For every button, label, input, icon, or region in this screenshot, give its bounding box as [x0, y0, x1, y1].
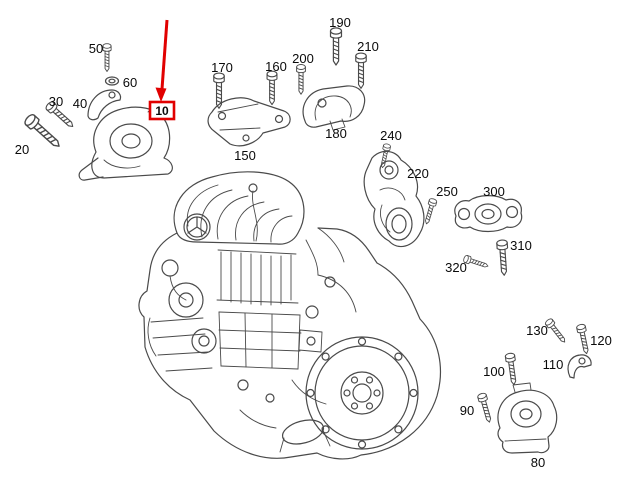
- part-label-180[interactable]: 180: [325, 126, 347, 141]
- star-badge-icon: [183, 213, 211, 241]
- part-label-30[interactable]: 30: [49, 94, 63, 109]
- part-160-bolt: [266, 70, 278, 106]
- part-250-bolt: [422, 197, 438, 226]
- part-170-bolt: [213, 72, 225, 109]
- part-label-160[interactable]: 160: [265, 59, 287, 74]
- part-label-310[interactable]: 310: [510, 238, 532, 253]
- highlight-annotation: 10: [148, 19, 176, 121]
- part-300-mount: [454, 195, 523, 233]
- part-label-250[interactable]: 250: [436, 184, 458, 199]
- highlight-arrow-head: [155, 87, 167, 102]
- part-label-50[interactable]: 50: [89, 41, 103, 56]
- part-label-110[interactable]: 110: [543, 357, 564, 372]
- part-100-bolt: [504, 352, 520, 386]
- part-labels: 50 60 40 30 20 170 160 150 200 190 210 1…: [15, 15, 612, 470]
- part-200-bolt: [296, 64, 306, 95]
- part-label-130[interactable]: 130: [526, 323, 548, 338]
- part-180-mount-bracket: [302, 85, 366, 131]
- part-label-300[interactable]: 300: [483, 184, 505, 199]
- part-label-210[interactable]: 210: [357, 39, 379, 54]
- diagram-artwork: [22, 27, 592, 460]
- part-label-200[interactable]: 200: [292, 51, 314, 66]
- part-210-bolt: [355, 52, 367, 89]
- part-label-220[interactable]: 220: [407, 166, 429, 181]
- part-90-bolt: [476, 391, 495, 424]
- highlight-box[interactable]: [148, 100, 176, 121]
- part-40-bracket: [87, 89, 122, 121]
- part-label-20[interactable]: 20: [15, 142, 29, 157]
- part-label-190[interactable]: 190: [329, 15, 351, 30]
- part-220-strut-bracket: [363, 150, 425, 248]
- part-label-320[interactable]: 320: [445, 260, 467, 275]
- part-150-bracket: [207, 97, 291, 147]
- part-50-bolt: [102, 43, 112, 72]
- part-label-120[interactable]: 120: [590, 333, 612, 348]
- part-310-bolt: [496, 239, 511, 277]
- part-80-transmission-mount: [497, 382, 558, 454]
- part-60-washer: [104, 76, 120, 86]
- part-130-bolt: [543, 317, 569, 346]
- part-190-bolt: [329, 27, 343, 66]
- part-label-60[interactable]: 60: [123, 75, 137, 90]
- part-120-bolt: [575, 323, 592, 356]
- part-label-170[interactable]: 170: [211, 60, 233, 75]
- part-label-10[interactable]: 10: [155, 104, 169, 118]
- part-label-40[interactable]: 40: [73, 96, 87, 111]
- part-110-bracket: [567, 354, 592, 379]
- part-label-150[interactable]: 150: [234, 148, 256, 163]
- part-label-100[interactable]: 100: [483, 364, 505, 379]
- engine-illustration: [138, 171, 442, 460]
- part-240-bolt: [378, 142, 392, 169]
- part-label-90[interactable]: 90: [460, 403, 474, 418]
- highlight-arrow-line: [160, 19, 169, 90]
- part-label-80[interactable]: 80: [531, 455, 545, 470]
- part-label-240[interactable]: 240: [380, 128, 402, 143]
